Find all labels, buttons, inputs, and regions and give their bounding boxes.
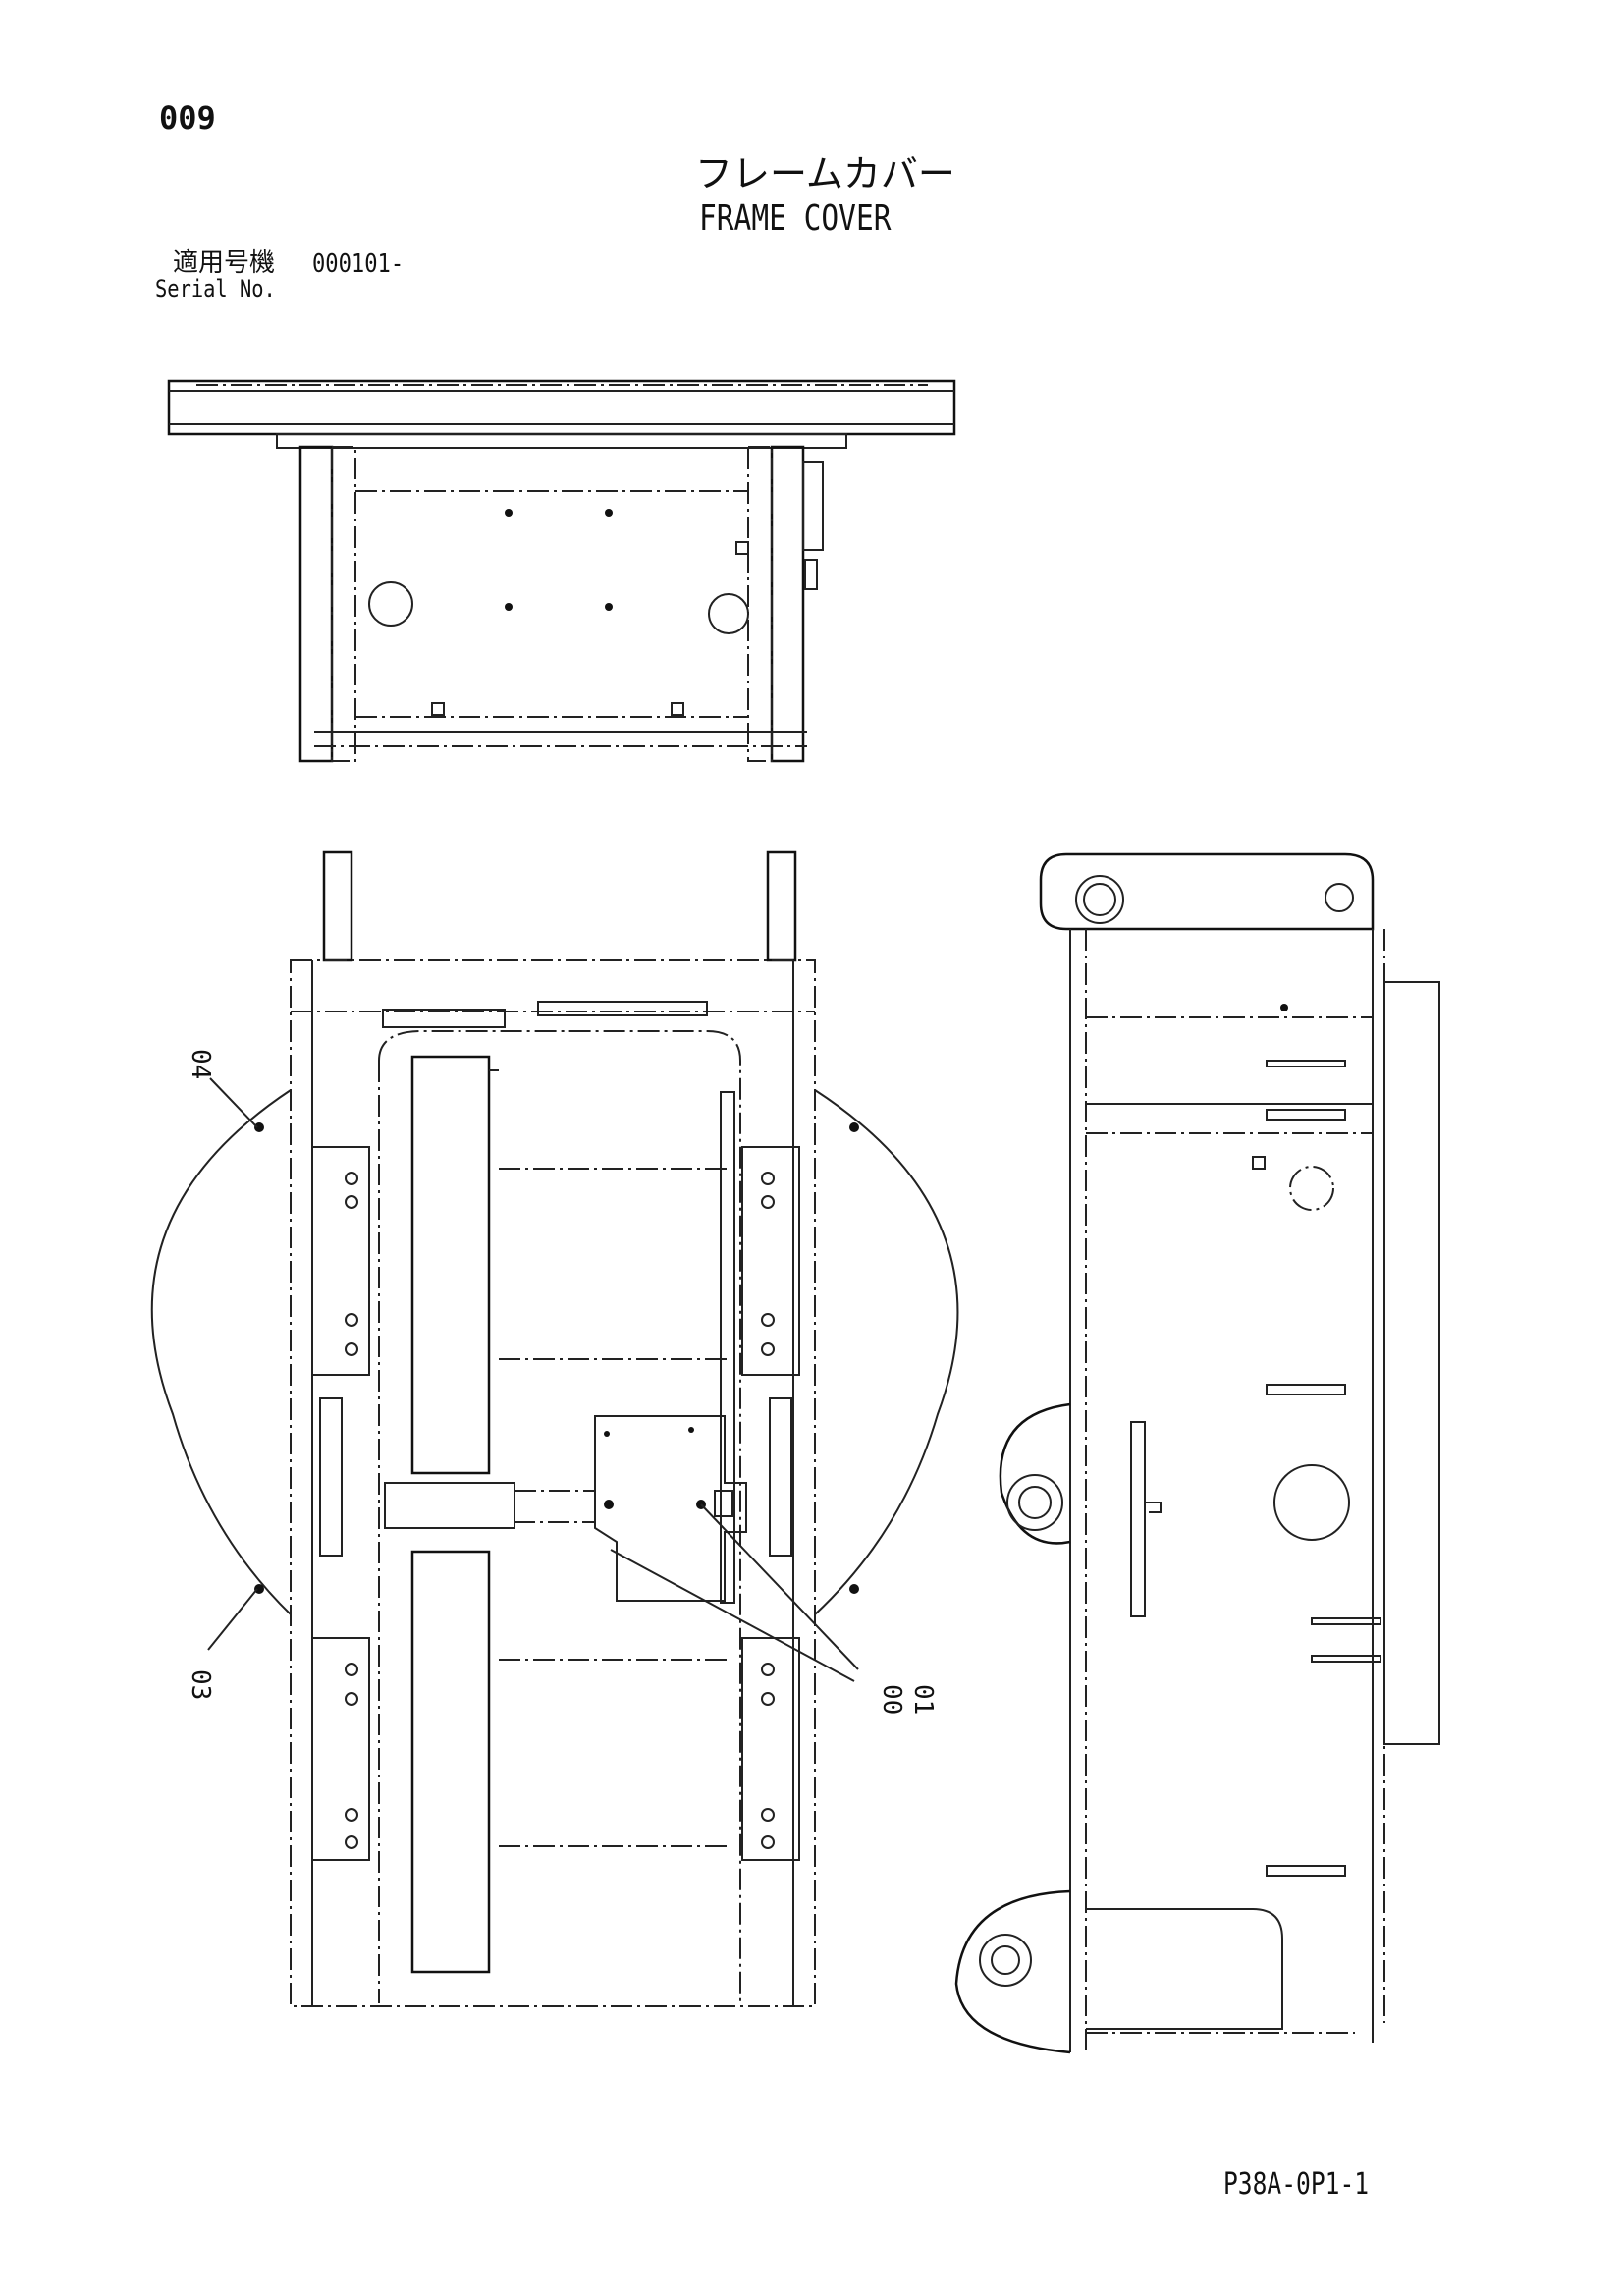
title-english: FRAME COVER [699,198,892,239]
drawing-code: P38A-0P1-1 [1223,2167,1370,2202]
callout-04: 04 [186,1049,215,1079]
serial-range: 000101- [312,249,405,279]
callout-00: 00 [877,1684,906,1715]
frame-side-view-drawing [954,852,1440,2054]
callout-01: 01 [908,1684,938,1715]
page-number: 009 [159,99,216,137]
frame-bottom-view-drawing: 04 03 00 01 [150,850,959,2007]
serial-label-english: Serial No. [155,275,276,302]
frame-top-view-drawing [167,379,956,763]
callout-03: 03 [186,1669,215,1700]
title-japanese: フレームカバー [695,152,955,195]
serial-label-japanese: 適用号機 [173,248,276,278]
